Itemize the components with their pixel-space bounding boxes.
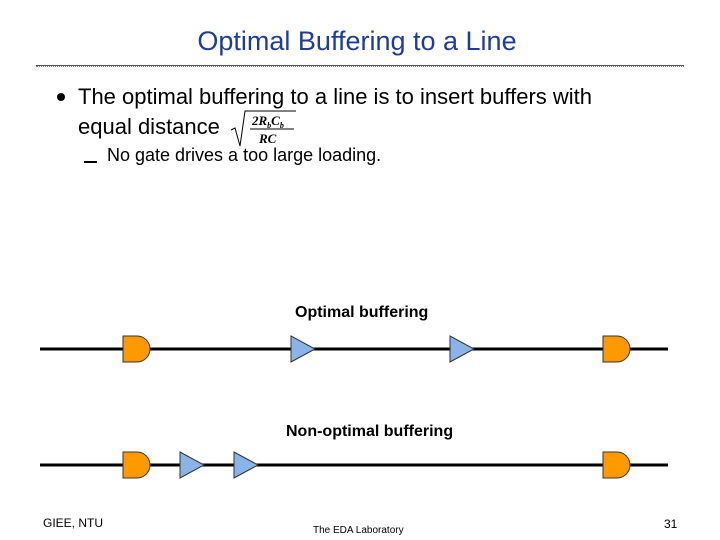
- buffer-icon: [233, 451, 260, 479]
- buffer-icon: [290, 335, 317, 363]
- formula-denominator: RC: [258, 131, 277, 146]
- page-number: 31: [664, 517, 678, 531]
- bullet-text-line2: equal distance: [78, 114, 220, 139]
- non-optimal-buffering-row: [40, 451, 668, 479]
- bullet-text-line1: The optimal buffering to a line is to in…: [78, 84, 593, 109]
- receiver-gate-icon: [602, 451, 631, 479]
- slide-title: Optimal Buffering to a Line: [197, 26, 517, 56]
- buffer-icon: [179, 451, 206, 479]
- sub-bullet-text: No gate drives a too large loading.: [107, 145, 382, 165]
- driver-gate-icon: [122, 335, 151, 363]
- footer-lab-name: The EDA Laboratory: [313, 525, 404, 536]
- buffer-icon: [449, 335, 476, 363]
- bullet-icon: [57, 93, 65, 101]
- driver-gate-icon: [122, 451, 151, 479]
- optimal-buffering-label: Optimal buffering: [295, 304, 429, 321]
- non-optimal-buffering-label: Non-optimal buffering: [286, 423, 454, 440]
- footer-institution: GIEE, NTU: [43, 516, 104, 530]
- formula-num-coef: 2: [251, 113, 259, 128]
- sub-bullet-dash-icon: [84, 161, 97, 163]
- distance-formula: 2RbCb RC: [230, 110, 296, 147]
- formula-num-r: R: [258, 113, 268, 128]
- receiver-gate-icon: [602, 335, 631, 363]
- formula-num-r-sub: b: [267, 121, 271, 130]
- formula-num-c-sub: b: [280, 121, 284, 130]
- svg-text:2RbCb: 2RbCb: [251, 113, 284, 130]
- title-divider: [36, 65, 684, 67]
- formula-num-c: C: [271, 113, 280, 128]
- optimal-buffering-row: [40, 335, 668, 363]
